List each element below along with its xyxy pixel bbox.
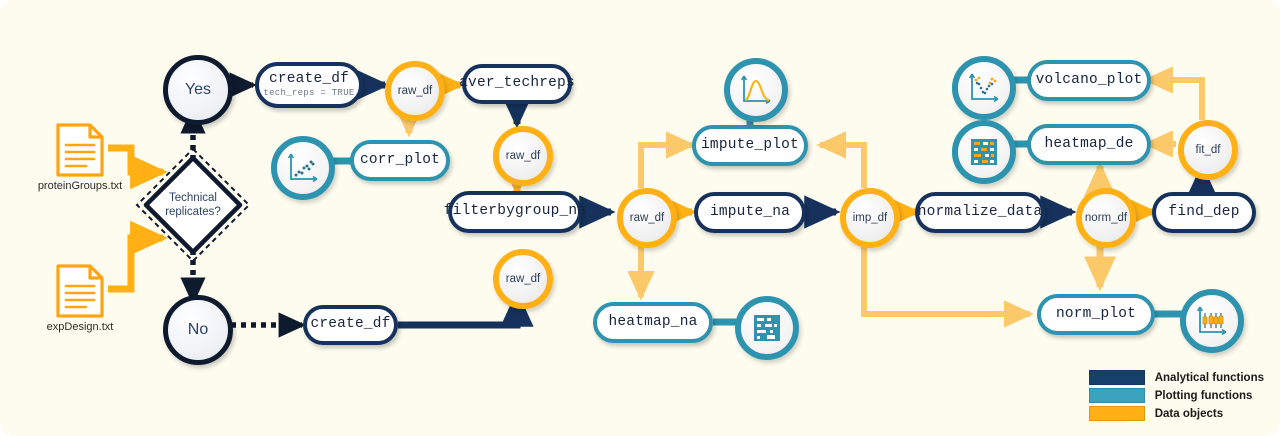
document-icon	[56, 264, 104, 318]
node-heatmap-de[interactable]: heatmap_de	[1027, 124, 1151, 165]
legend-item-plotting: Plotting functions	[1088, 388, 1264, 403]
node-create-df[interactable]: create_df	[303, 305, 398, 345]
input-file-proteinGroups: proteinGroups.txt	[38, 122, 122, 192]
decision-label-line2: replicates?	[165, 206, 221, 218]
decision-label: Technical replicates?	[133, 145, 253, 265]
terminator-yes-label: Yes	[184, 81, 212, 98]
node-label: filterbygroup_na	[443, 203, 587, 220]
terminator-no-label: No	[187, 321, 209, 338]
heatmap-glyph	[971, 139, 997, 165]
density-curve-icon	[724, 58, 788, 122]
dataobj-label: raw_df	[505, 273, 541, 285]
heatmap-glyph	[754, 315, 780, 341]
terminator-yes[interactable]: Yes	[163, 55, 233, 125]
input-file-label: proteinGroups.txt	[37, 180, 123, 192]
legend-label: Analytical functions	[1154, 371, 1264, 384]
node-label: corr_plot	[359, 151, 441, 168]
boxplot-icon	[1180, 289, 1244, 353]
dataobj-label: imp_df	[852, 212, 888, 224]
dataobj-norm-df[interactable]: norm_df	[1076, 188, 1136, 248]
dataobj-imp-df[interactable]: imp_df	[840, 188, 900, 248]
legend-item-data: Data objects	[1088, 406, 1264, 421]
legend-label: Data objects	[1154, 407, 1224, 420]
document-icon	[56, 123, 104, 177]
dataobj-label: norm_df	[1084, 212, 1128, 224]
node-label: norm_plot	[1055, 305, 1137, 322]
node-volcano-plot[interactable]: volcano_plot	[1027, 60, 1151, 101]
node-aver-techreps[interactable]: aver_techreps	[459, 64, 575, 104]
node-create-df-techreps[interactable]: create_df tech_reps = TRUE	[255, 62, 363, 108]
boxplot-glyph	[1196, 306, 1227, 336]
node-label: normalize_data	[917, 203, 1043, 220]
node-find-dep[interactable]: find_dep	[1152, 192, 1256, 233]
node-filterbygroup-na[interactable]: filterbygroup_na	[444, 191, 586, 233]
dataobj-fit-df[interactable]: fit_df	[1178, 120, 1238, 180]
volcano-plot-glyph	[968, 73, 999, 103]
legend-item-analytical: Analytical functions	[1088, 370, 1264, 385]
diamond-shape	[135, 147, 251, 263]
density-curve-glyph	[740, 75, 771, 105]
terminator-no[interactable]: No	[163, 295, 233, 365]
input-file-label: expDesign.txt	[46, 321, 114, 333]
dataobj-raw-df-2[interactable]: raw_df	[493, 126, 553, 186]
node-label: volcano_plot	[1035, 71, 1143, 88]
legend-swatch	[1088, 406, 1145, 421]
volcano-scatter-icon	[952, 56, 1016, 120]
legend-label: Plotting functions	[1154, 389, 1253, 402]
heatmap-na-icon	[735, 296, 799, 360]
node-label: find_dep	[1168, 203, 1240, 220]
node-corr-plot[interactable]: corr_plot	[350, 140, 450, 181]
input-file-expDesign: expDesign.txt	[47, 263, 113, 333]
node-label: impute_na	[709, 203, 791, 220]
dataobj-raw-df-3[interactable]: raw_df	[493, 249, 553, 309]
node-label: aver_techreps	[459, 75, 575, 92]
node-label: impute_plot	[701, 136, 799, 153]
node-normalize-data[interactable]: normalize_data	[915, 192, 1045, 233]
input-connectors	[108, 144, 168, 293]
node-label: create_df	[268, 70, 350, 87]
legend: Analytical functions Plotting functions …	[1088, 370, 1264, 424]
heatmap-de-icon	[952, 120, 1016, 184]
decision-technical-replicates: Technical replicates?	[133, 145, 253, 265]
node-label: heatmap_de	[1044, 135, 1134, 152]
decision-label-line1: Technical	[169, 191, 217, 204]
dataobj-raw-df-4[interactable]: raw_df	[617, 188, 677, 248]
legend-swatch	[1088, 388, 1145, 403]
dataobj-label: raw_df	[629, 212, 665, 224]
node-norm-plot[interactable]: norm_plot	[1037, 294, 1155, 335]
dataobj-label: fit_df	[1195, 144, 1221, 156]
node-label: create_df	[310, 316, 391, 333]
node-heatmap-na[interactable]: heatmap_na	[593, 302, 713, 343]
dataobj-label: raw_df	[397, 85, 433, 97]
node-impute-plot[interactable]: impute_plot	[692, 125, 808, 166]
node-impute-na[interactable]: impute_na	[694, 192, 806, 233]
node-sublabel: tech_reps = TRUE	[263, 88, 355, 99]
scatter-plot-glyph	[287, 153, 318, 183]
legend-swatch	[1088, 370, 1145, 385]
dataobj-label: raw_df	[505, 150, 541, 162]
scatter-plot-icon	[271, 136, 335, 200]
node-label: heatmap_na	[608, 313, 698, 330]
dataobj-raw-df-1[interactable]: raw_df	[385, 61, 445, 121]
